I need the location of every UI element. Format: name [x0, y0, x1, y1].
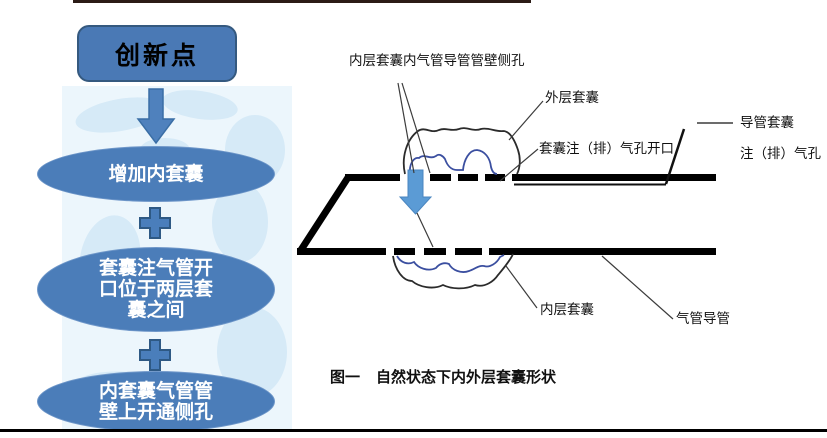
page-bottom-rule [0, 429, 827, 432]
figure-number: 图一 [330, 369, 361, 386]
tube-wall [297, 174, 716, 255]
airflow-down-arrow-icon [398, 169, 433, 215]
figure-caption: 图一自然状态下内外层套囊形状 [330, 366, 556, 387]
label-outer-cuff: 外层套囊 [545, 90, 599, 105]
inflation-lumen-line [514, 128, 686, 186]
label-inner-cuff-sidehole: 内层套囊内气管导管管壁侧孔 [349, 53, 525, 68]
leader-lines [397, 82, 733, 320]
outer-cuff-top-outline [402, 127, 521, 175]
outer-cuff-bottom-outline [392, 253, 514, 290]
plus-icon [139, 207, 171, 239]
label-inner-cuff: 内层套囊 [540, 302, 594, 317]
cropped-heading-rule [73, 0, 531, 3]
flow-step-2: 套囊注气管开口位于两层套囊之间 [37, 247, 275, 332]
label-catheter-cuff: 导管套囊 [740, 115, 794, 130]
flow-step-2-label: 套囊注气管开口位于两层套囊之间 [98, 258, 213, 321]
flow-step-1: 增加内套囊 [37, 146, 275, 202]
flow-step-1-label: 增加内套囊 [108, 163, 204, 185]
flowchart-title-box: 创新点 [77, 25, 237, 82]
tube-bevel-tip [297, 175, 351, 254]
figure-caption-text: 自然状态下内外层套囊形状 [376, 369, 557, 386]
inner-cuff-top-outline [408, 149, 498, 175]
label-tracheal-tube: 气管导管 [676, 311, 730, 326]
label-cuff-port-opening: 套囊注（排）气孔开口 [539, 141, 674, 156]
inner-cuff-bottom-outline [396, 254, 505, 273]
flowchart-title-label: 创新点 [114, 41, 199, 70]
label-inflation-port: 注（排）气孔 [740, 146, 821, 161]
page-margin [0, 432, 827, 438]
flow-step-3: 内套囊气管管壁上开通侧孔 [37, 371, 275, 432]
plus-icon [139, 339, 171, 371]
down-arrow-icon [136, 88, 176, 145]
flow-step-3-label: 内套囊气管管壁上开通侧孔 [98, 380, 213, 423]
